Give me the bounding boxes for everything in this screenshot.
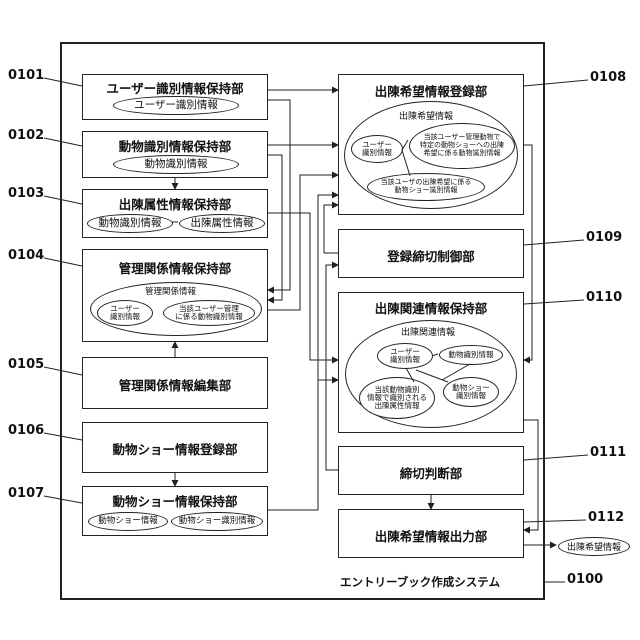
animal-show-info-registrar: 動物ショー情報登録部 [82,422,268,473]
ref-0111: 0111 [590,445,626,460]
animal-id-info-item: 動物識別情報 [113,155,239,174]
entry-related-show-id-item: 動物ショー 識別情報 [443,377,499,407]
management-animal-id-item: 当該ユーザー管理 に係る動物識別情報 [163,300,255,326]
management-user-id-item: ユーザー 識別情報 [97,300,153,326]
ref-0112: 0112 [588,510,624,525]
registration-deadline-controller: 登録締切制御部 [338,229,524,278]
entry-request-show-id-item-text: 当該ユーザの出陳希望に係る 動物ショー識別情報 [381,179,472,194]
entry-attr-attribute-item: 出陳属性情報 [179,214,265,233]
user-id-info-holder-title: ユーザー識別情報保持部 [83,78,267,97]
ref-0110: 0110 [586,290,622,305]
entry-request-group-label: 出陳希望情報 [399,109,453,122]
animal-show-id-item: 動物ショー識別情報 [171,512,263,531]
deadline-judgment-unit: 締切判断部 [338,446,524,495]
ref-0104: 0104 [8,248,44,263]
entry-related-info-holder-title: 出陳関連情報保持部 [339,298,523,317]
animal-show-info-holder: 動物ショー情報保持部 動物ショー情報 動物ショー識別情報 [82,486,268,536]
user-id-info-holder: ユーザー識別情報保持部 ユーザー識別情報 [82,74,268,120]
entry-request-show-id-item: 当該ユーザの出陳希望に係る 動物ショー識別情報 [367,173,485,201]
ref-0103: 0103 [8,186,44,201]
animal-show-info-item: 動物ショー情報 [88,512,168,531]
management-relation-info-editor: 管理関係情報編集部 [82,357,268,409]
animal-show-info-registrar-title: 動物ショー情報登録部 [83,439,267,458]
management-relation-info-editor-title: 管理関係情報編集部 [83,375,267,394]
animal-id-info-holder: 動物識別情報保持部 動物識別情報 [82,131,268,178]
entry-related-attribute-item-text: 当該動物識別 情報で識別される 出陳属性情報 [367,386,427,411]
entry-related-group-label: 出陳関連情報 [401,325,455,338]
entry-attr-animal-id-item: 動物識別情報 [87,214,173,233]
entry-related-info-holder: 出陳関連情報保持部 出陳関連情報 ユーザー 識別情報 動物識別情報 当該動物識別… [338,292,524,433]
management-animal-id-item-text: 当該ユーザー管理 に係る動物識別情報 [175,305,243,322]
entry-attribute-info-holder: 出陳属性情報保持部 動物識別情報 出陳属性情報 [82,189,268,238]
entry-attribute-info-holder-title: 出陳属性情報保持部 [83,194,267,213]
ref-0107: 0107 [8,486,44,501]
ref-0101: 0101 [8,68,44,83]
user-id-info-item: ユーザー識別情報 [113,96,239,115]
deadline-judgment-unit-title: 締切判断部 [339,463,523,482]
output-entry-request-info: 出陳希望情報 [558,537,630,556]
entry-request-user-id-item: ユーザー 識別情報 [351,135,403,163]
ref-0102: 0102 [8,128,44,143]
entry-request-info-output: 出陳希望情報出力部 [338,509,524,558]
entry-request-animal-id-item: 当該ユーザー管理動物で 特定の動物ショーへの出陳 希望に係る動物識別情報 [409,123,515,169]
management-relation-info-holder: 管理関係情報保持部 管理関係情報 ユーザー 識別情報 当該ユーザー管理 に係る動… [82,249,268,342]
ref-0105: 0105 [8,357,44,372]
entry-request-info-registrar-title: 出陳希望情報登録部 [339,81,523,100]
entry-request-info-registrar: 出陳希望情報登録部 出陳希望情報 ユーザー 識別情報 当該ユーザー管理動物で 特… [338,74,524,215]
ref-0106: 0106 [8,423,44,438]
entry-related-animal-id-item-text: 動物識別情報 [449,351,494,359]
management-relation-group-label: 管理関係情報 [145,285,196,297]
system-caption: エントリーブック作成システム [340,574,500,590]
entry-related-user-id-item: ユーザー 識別情報 [377,343,433,369]
entry-request-info-output-title: 出陳希望情報出力部 [339,526,523,545]
registration-deadline-controller-title: 登録締切制御部 [339,246,523,265]
entry-related-attribute-item: 当該動物識別 情報で識別される 出陳属性情報 [359,377,435,419]
entry-request-animal-id-item-text: 当該ユーザー管理動物で 特定の動物ショーへの出陳 希望に係る動物識別情報 [420,134,504,157]
ref-0100: 0100 [567,572,603,587]
ref-0108: 0108 [590,70,626,85]
animal-id-info-holder-title: 動物識別情報保持部 [83,136,267,155]
entry-related-animal-id-item: 動物識別情報 [439,345,503,365]
management-relation-info-holder-title: 管理関係情報保持部 [83,258,267,277]
entry-related-show-id-item-text: 動物ショー 識別情報 [452,384,490,401]
management-user-id-item-text: ユーザー 識別情報 [110,305,140,322]
ref-0109: 0109 [586,230,622,245]
entry-request-user-id-item-text: ユーザー 識別情報 [362,141,392,158]
entry-related-user-id-item-text: ユーザー 識別情報 [390,348,420,365]
animal-show-info-holder-title: 動物ショー情報保持部 [83,491,267,510]
